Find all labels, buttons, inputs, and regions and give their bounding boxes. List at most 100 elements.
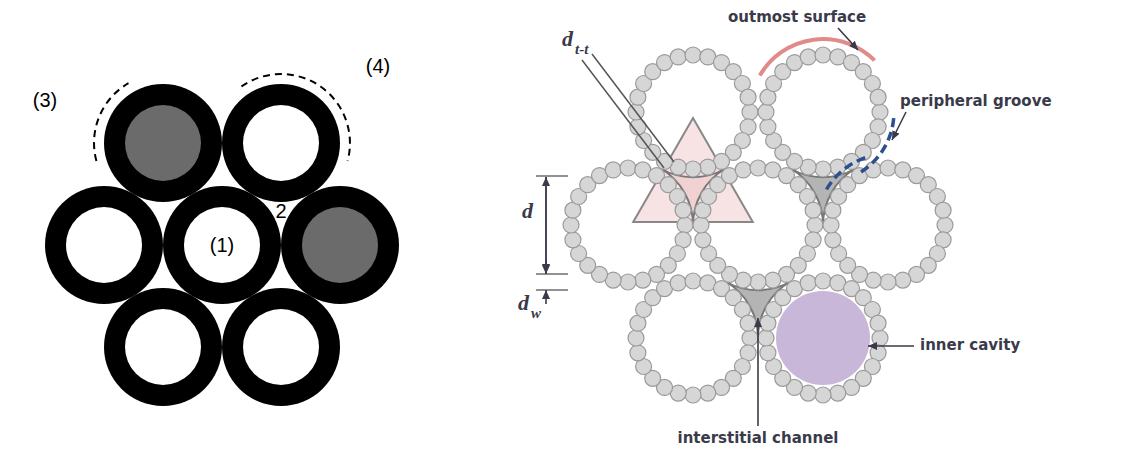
tube-bore xyxy=(184,207,260,283)
callout-number: (1) xyxy=(210,235,234,255)
bead xyxy=(760,345,776,361)
leader-arrow xyxy=(868,345,914,347)
extension-line xyxy=(536,175,568,176)
part-label: outmost surface xyxy=(728,10,866,25)
black-ring-bundle xyxy=(45,84,399,406)
bead xyxy=(628,330,644,346)
dimension-subscript: w xyxy=(531,306,541,321)
dimension-line xyxy=(545,177,547,273)
bead xyxy=(830,385,846,401)
callout-number: (4) xyxy=(366,56,390,76)
tube-wall xyxy=(222,84,340,202)
bead xyxy=(815,387,831,403)
bead xyxy=(760,119,776,135)
extension-line xyxy=(536,289,568,290)
bead xyxy=(563,217,579,233)
bead xyxy=(825,232,841,248)
leader-arrow xyxy=(545,290,547,304)
inner-cavity-fill xyxy=(776,291,870,385)
tube-wall xyxy=(281,186,399,304)
annotations xyxy=(94,28,914,426)
filled-core xyxy=(125,105,201,181)
groove-arc xyxy=(859,118,894,173)
bead xyxy=(823,217,839,233)
bead xyxy=(685,47,701,63)
bead xyxy=(742,104,758,120)
bead xyxy=(693,217,709,233)
bead xyxy=(740,89,756,105)
bead xyxy=(895,272,911,288)
dimension-symbol: d xyxy=(562,28,573,50)
dimension-line xyxy=(592,54,674,162)
dashed-arc xyxy=(241,74,350,161)
bead xyxy=(805,202,821,218)
bead xyxy=(750,160,766,176)
bead xyxy=(670,49,686,65)
callout-number: 2 xyxy=(275,201,286,221)
bead xyxy=(635,272,651,288)
bead xyxy=(735,162,751,178)
filled-core xyxy=(302,207,378,283)
dimension-line xyxy=(545,177,547,273)
tube-bore xyxy=(243,309,319,385)
bead xyxy=(937,217,953,233)
bead xyxy=(800,275,816,291)
tube-wall xyxy=(104,84,222,202)
bead xyxy=(870,315,886,331)
bead xyxy=(815,273,831,289)
bead xyxy=(872,104,888,120)
tube-bore xyxy=(125,309,201,385)
dimension-symbol: d xyxy=(518,292,529,314)
tube-bore xyxy=(66,207,142,283)
leader-arrow xyxy=(892,112,906,140)
bead xyxy=(870,89,886,105)
bead xyxy=(935,202,951,218)
bead xyxy=(872,330,888,346)
extension-line xyxy=(536,273,568,274)
groove-arc xyxy=(827,156,870,189)
leader-arrow xyxy=(838,28,858,50)
bead xyxy=(880,274,896,290)
tube-wall xyxy=(104,288,222,406)
bead xyxy=(765,272,781,288)
bead xyxy=(605,162,621,178)
part-label: interstitial channel xyxy=(678,431,839,446)
tube-wall xyxy=(163,186,281,304)
leader-arrow xyxy=(757,318,759,426)
bead xyxy=(750,274,766,290)
dashed-arc xyxy=(94,83,128,161)
dimension-line xyxy=(582,60,664,168)
bead xyxy=(807,217,823,233)
callout-number: (3) xyxy=(33,90,57,110)
tube-wall xyxy=(45,186,163,304)
bead xyxy=(742,330,758,346)
tube-bore xyxy=(243,105,319,181)
tube-wall xyxy=(222,288,340,406)
dimension-subscript: t-t xyxy=(575,42,588,57)
part-label: inner cavity xyxy=(920,338,1020,353)
bead xyxy=(675,202,691,218)
bead xyxy=(620,274,636,290)
bead xyxy=(670,275,686,291)
bead xyxy=(620,160,636,176)
dimension-symbol: d xyxy=(522,200,533,222)
bead xyxy=(880,160,896,176)
bead xyxy=(815,47,831,63)
bead xyxy=(800,49,816,65)
bead xyxy=(677,217,693,233)
bead xyxy=(695,232,711,248)
bead xyxy=(685,161,701,177)
bead xyxy=(740,315,756,331)
bead xyxy=(758,104,774,120)
outmost-surface-arc xyxy=(760,39,875,75)
bead xyxy=(630,345,646,361)
part-label: peripheral groove xyxy=(900,94,1052,109)
bead xyxy=(758,330,774,346)
bead xyxy=(685,387,701,403)
bead xyxy=(565,232,581,248)
leader-arrow xyxy=(545,260,547,274)
bead xyxy=(700,385,716,401)
bead xyxy=(700,159,716,175)
bead xyxy=(815,161,831,177)
